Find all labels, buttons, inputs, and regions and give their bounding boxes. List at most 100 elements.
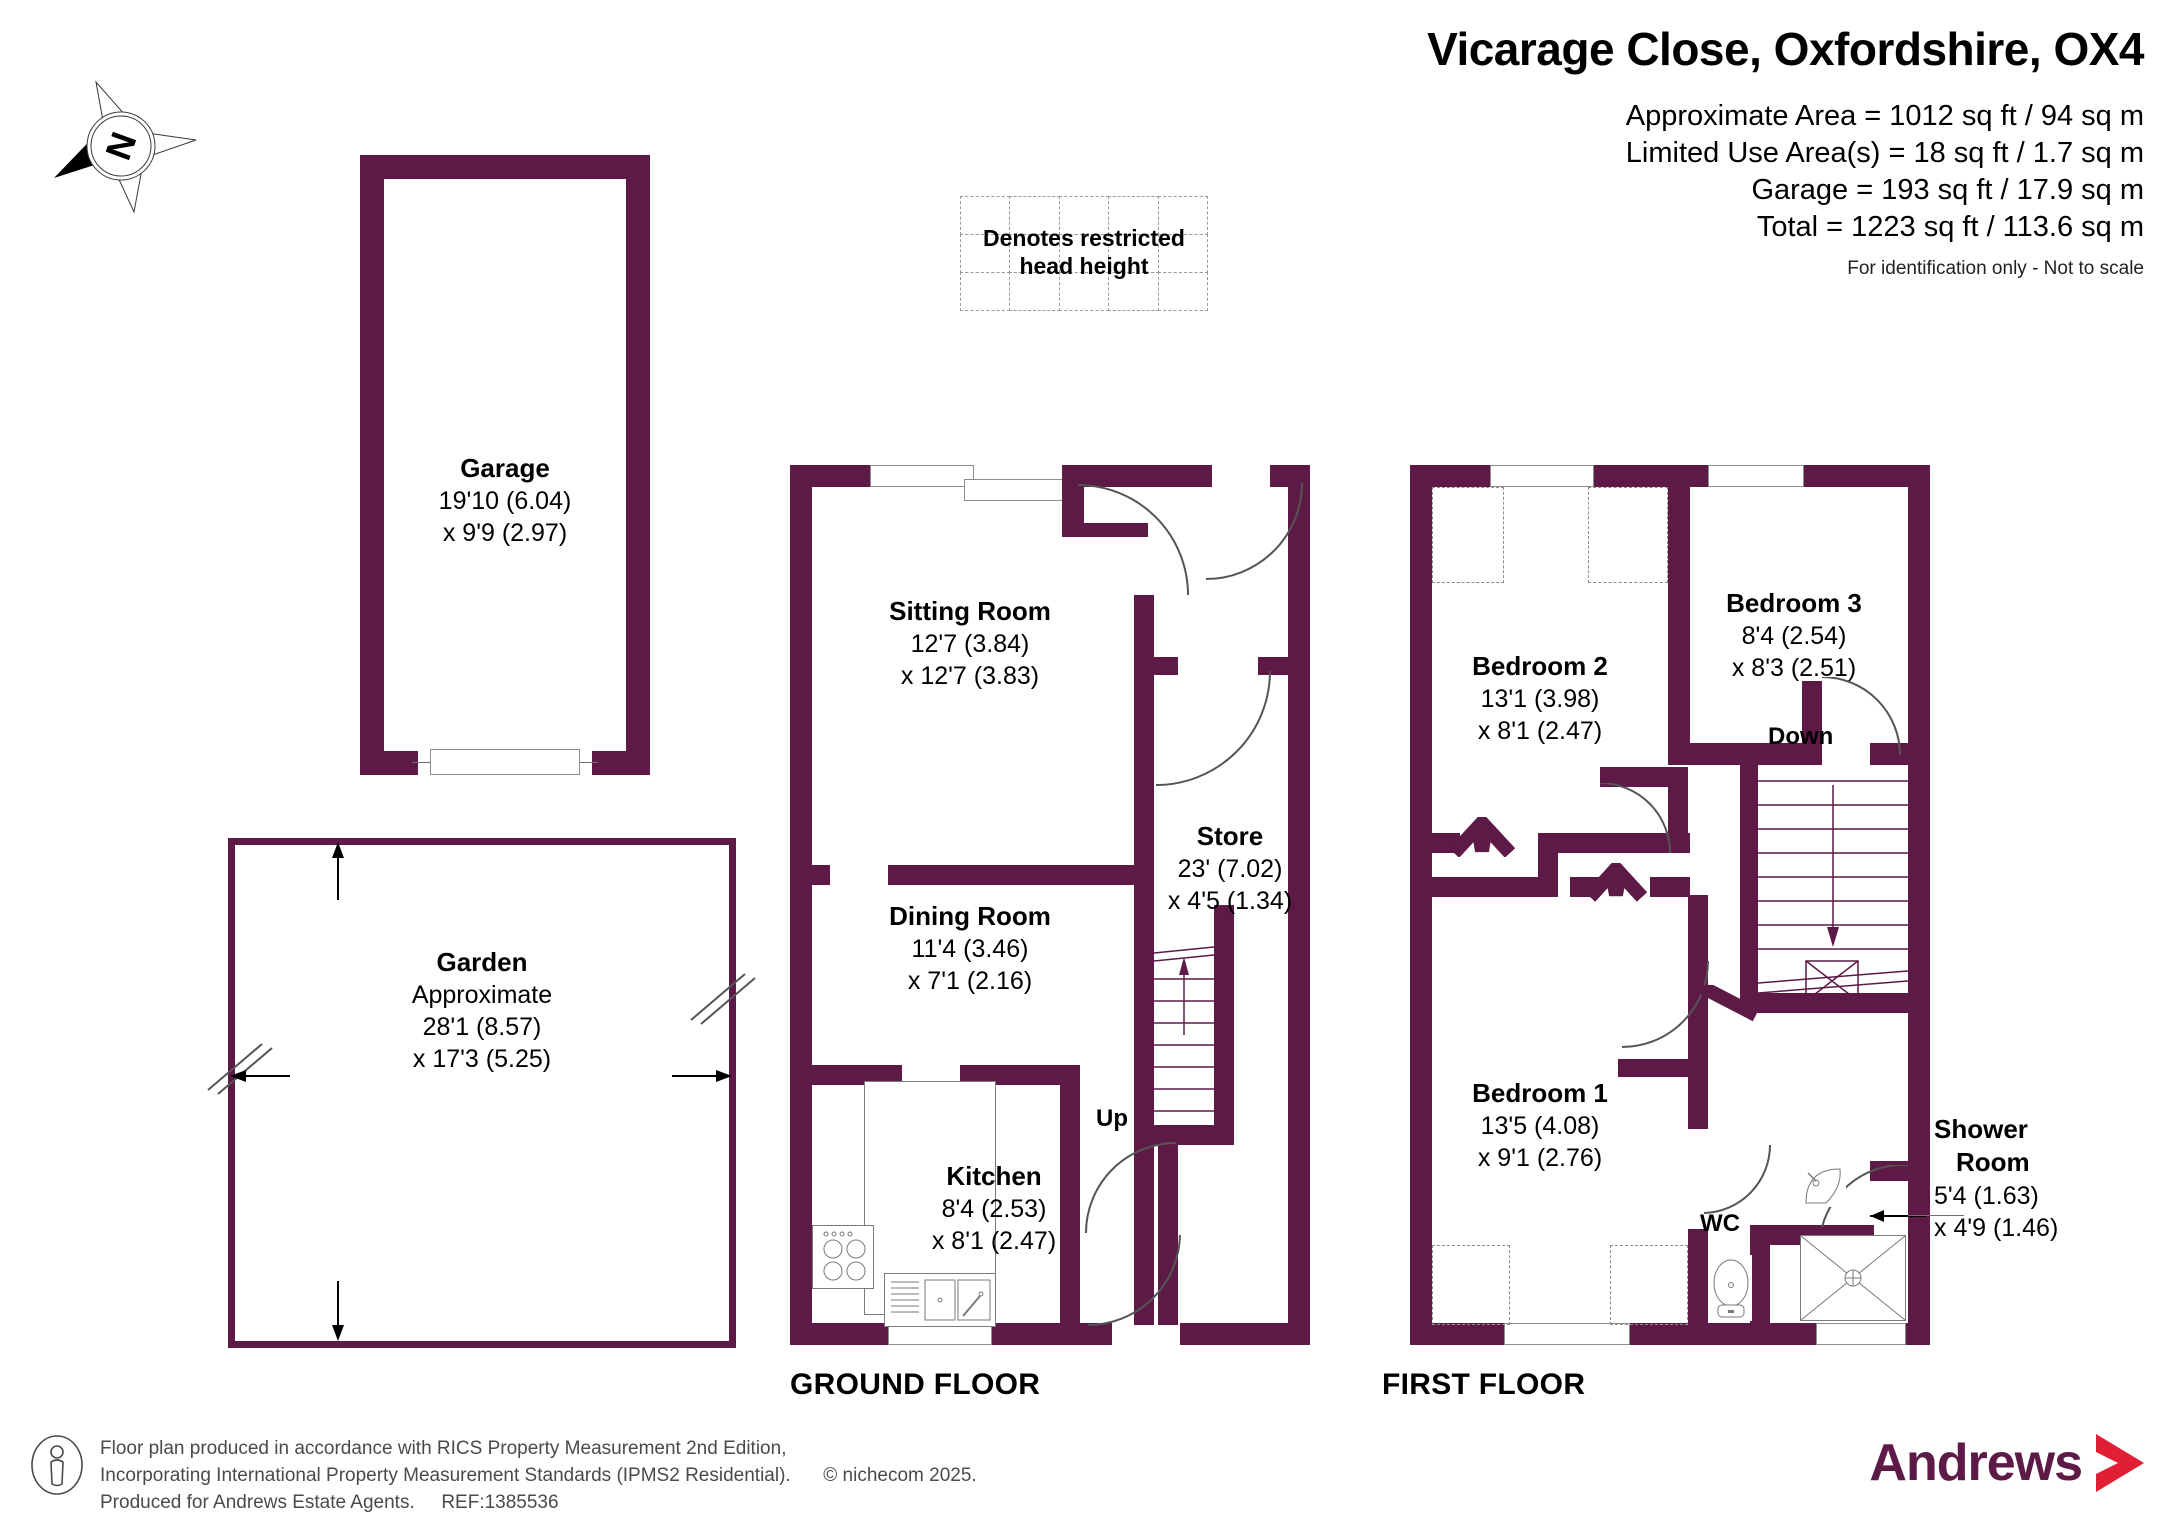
gf-wall-sitting-dining	[888, 865, 1140, 885]
ff-door-swing-bed3	[1821, 677, 1901, 756]
gf-window-front-b	[964, 479, 1064, 501]
footer-copyright: © nichecom 2025.	[823, 1464, 977, 1486]
bedroom-2-dim1: 13'1 (3.98)	[1480, 685, 1600, 714]
bedroom-2-dim2: x 8'1 (2.47)	[1477, 717, 1603, 746]
kitchen-dim1: 8'4 (2.53)	[941, 1195, 1047, 1224]
gf-wall-right-upper	[1288, 465, 1310, 675]
gf-door-swing-hall-front	[1078, 484, 1189, 596]
footer-text: Floor plan produced in accordance with R…	[100, 1436, 977, 1517]
gf-wall-stair-bottom	[1134, 1085, 1154, 1105]
dining-room-dim2: x 7'1 (2.16)	[907, 967, 1033, 996]
restricted-head-height-legend: Denotes restricted head height	[959, 195, 1209, 311]
sitting-room-dim1: 12'7 (3.84)	[910, 630, 1030, 659]
gf-door-swing-hall-dining	[1085, 1142, 1177, 1234]
footer-reference: REF:1385536	[441, 1491, 559, 1513]
shower-room-dim2: x 4'9 (1.46)	[1934, 1213, 2059, 1242]
room-label-sitting-room: Sitting Room 12'7 (3.84) x 12'7 (3.83)	[820, 595, 1120, 692]
hob-icon	[812, 1225, 874, 1289]
store-dim2: x 4'5 (1.34)	[1167, 887, 1293, 916]
garage-wall-bottom-left	[360, 751, 418, 775]
ff-wall-cupboard-a-bottom	[1432, 877, 1558, 897]
gf-wall-hall-lower	[1158, 1145, 1178, 1325]
area-limited-use: Limited Use Area(s) = 18 sq ft / 1.7 sq …	[1625, 137, 2144, 170]
bedroom-3-dim2: x 8'3 (2.51)	[1731, 654, 1857, 683]
ff-window-bed1-rear	[1504, 1323, 1630, 1345]
gf-stair-up-label: Up	[1096, 1105, 1128, 1132]
gf-door-swing-store	[1155, 671, 1271, 786]
ff-wall-bottom-left	[1410, 1323, 1506, 1345]
scale-disclaimer: For identification only - Not to scale	[1847, 258, 2144, 279]
ground-floor-plan: Up Sitting Room 12'7 (3.84) x 12'7 (3.83…	[790, 465, 1310, 1345]
garden-break-mark-right	[690, 973, 756, 1025]
garden-dim-arrow-right	[672, 1070, 732, 1082]
footer-line-3: Produced for Andrews Estate Agents.	[100, 1491, 415, 1513]
shower-room-dim1: 5'4 (1.63)	[1934, 1181, 2039, 1210]
ff-wall-stair-left	[1740, 765, 1758, 1013]
garden-boundary-top	[228, 838, 736, 845]
garden-boundary-right	[729, 838, 736, 1348]
gf-window-front-a	[870, 465, 974, 487]
ff-staircase	[1758, 765, 1909, 1013]
kitchen-dim2: x 8'1 (2.47)	[931, 1227, 1057, 1256]
ff-wall-left	[1410, 465, 1432, 1345]
ff-restricted-head-bed2-a	[1432, 487, 1504, 583]
ff-wall-landing-step	[1600, 767, 1672, 787]
bedroom-1-dim1: 13'5 (4.08)	[1480, 1112, 1600, 1141]
store-name: Store	[1196, 821, 1264, 851]
ff-wall-stair-bottom	[1740, 993, 1930, 1013]
room-label-store: Store 23' (7.02) x 4'5 (1.34)	[1100, 820, 1360, 917]
shower-tray-icon	[1800, 1235, 1906, 1321]
garage-wall-bottom-right	[592, 751, 650, 775]
bedroom-2-name: Bedroom 2	[1472, 651, 1608, 681]
shower-room-name-line1: Shower	[1934, 1114, 2028, 1144]
dining-room-name: Dining Room	[889, 901, 1051, 931]
ff-wall-bed3-jamb	[1802, 681, 1822, 765]
garage-wall-right	[626, 155, 650, 775]
ff-wall-bottom-right	[1904, 1323, 1930, 1345]
ff-shower-leader-line	[1908, 1215, 1964, 1216]
ff-wall-landing-nib	[1668, 767, 1688, 851]
andrews-logo-text: Andrews	[1869, 1434, 2083, 1492]
toilet-icon	[1710, 1255, 1752, 1321]
washbasin-icon	[1802, 1165, 1846, 1207]
garden-approx: Approximate	[411, 981, 553, 1010]
gf-wall-kitchen-top2	[960, 1065, 1080, 1085]
area-garage: Garage = 193 sq ft / 17.9 sq m	[1751, 174, 2144, 207]
gf-wall-store-right-top	[1258, 657, 1292, 675]
ff-door-swing-wc	[1703, 1145, 1771, 1214]
area-approximate: Approximate Area = 1012 sq ft / 94 sq m	[1625, 100, 2144, 132]
ff-shower-dim-arrow	[1870, 1210, 1926, 1222]
ff-wall-bed3-bottom	[1668, 743, 1820, 765]
garage-name: Garage	[460, 453, 550, 483]
bedroom-3-dim1: 8'4 (2.54)	[1741, 622, 1847, 651]
dining-room-dim1: 11'4 (3.46)	[911, 935, 1029, 964]
gf-wall-stair-left	[1134, 905, 1154, 1325]
ff-wall-bed1-jamb	[1618, 1059, 1700, 1077]
ff-wall-bottom-mid	[1628, 1323, 1818, 1345]
bedroom-1-dim2: x 9'1 (2.76)	[1477, 1144, 1603, 1173]
legend-hatch-grid	[959, 195, 1209, 311]
garage-door	[430, 749, 580, 775]
gf-wall-bottom-left	[790, 1323, 890, 1345]
shower-room-name-line2: Room	[1956, 1147, 2030, 1178]
north-arrow: N	[48, 62, 208, 222]
room-label-shower-room: Shower Room 5'4 (1.63) x 4'9 (1.46)	[1934, 1113, 2172, 1244]
ff-window-bed3	[1708, 465, 1804, 487]
room-label-bedroom-3: Bedroom 3 8'4 (2.54) x 8'3 (2.51)	[1674, 587, 1914, 684]
footer-line-1: Floor plan produced in accordance with R…	[100, 1438, 787, 1459]
gf-wall-bottom-right	[1180, 1323, 1310, 1345]
gf-wall-bottom-mid	[990, 1323, 1112, 1345]
first-floor-plan: Down	[1410, 465, 2058, 1345]
gf-door-swing-front-entry	[1205, 483, 1303, 580]
bedroom-1-name: Bedroom 1	[1472, 1078, 1608, 1108]
ff-restricted-head-bed2-b	[1588, 487, 1668, 583]
footer-line-2: Incorporating International Property Mea…	[100, 1464, 791, 1486]
area-total: Total = 1223 sq ft / 113.6 sq m	[1756, 211, 2144, 244]
garden-name: Garden	[436, 947, 528, 977]
legend-label-line1: Denotes restricted	[983, 225, 1185, 252]
gf-wall-store-top	[1134, 657, 1178, 675]
ff-stair-down-label: Down	[1768, 723, 1834, 750]
sitting-room-dim2: x 12'7 (3.83)	[900, 662, 1040, 691]
garage-wall-left	[360, 155, 384, 775]
garage-wall-top	[360, 155, 650, 179]
